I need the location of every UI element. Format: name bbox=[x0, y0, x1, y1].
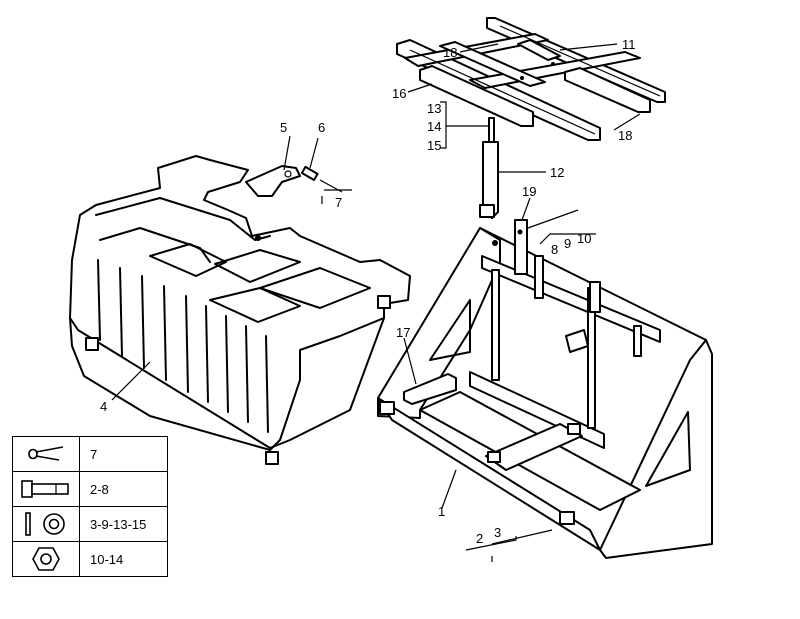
legend-row-washer: 3-9-13-15 bbox=[13, 507, 167, 542]
legend-refs: 7 bbox=[90, 446, 98, 462]
legend-refs: 2-8 bbox=[90, 481, 109, 497]
callout-6: 6 bbox=[318, 120, 325, 135]
cotter-pin-icon bbox=[13, 437, 80, 471]
callout-8: 8 bbox=[551, 242, 558, 257]
callout-5: 5 bbox=[280, 120, 287, 135]
legend-row-cotter-pin: 7 bbox=[13, 437, 167, 472]
callout-2: 2 bbox=[476, 531, 483, 546]
legend-row-nut: 10-14 bbox=[13, 542, 167, 576]
pin-part-6 bbox=[300, 165, 319, 181]
bracket-part-12 bbox=[479, 117, 499, 219]
callout-18-right: 18 bbox=[618, 128, 632, 143]
legend-row-bolt: 2-8 bbox=[13, 472, 167, 507]
callout-16: 16 bbox=[392, 86, 406, 101]
bolt-icon bbox=[13, 472, 80, 506]
block-part-17 bbox=[403, 373, 457, 405]
callout-14: 14 bbox=[427, 119, 441, 134]
callout-18-top: 18 bbox=[443, 45, 457, 60]
callout-19: 19 bbox=[522, 184, 536, 199]
legend-refs: 3-9-13-15 bbox=[90, 516, 147, 532]
top-frame bbox=[396, 17, 666, 141]
callout-11: 11 bbox=[622, 37, 636, 52]
callout-1: 1 bbox=[438, 504, 445, 519]
latch-part-5 bbox=[245, 165, 301, 197]
legend-refs: 10-14 bbox=[90, 551, 124, 567]
callout-4: 4 bbox=[100, 399, 107, 414]
leader-lines bbox=[111, 43, 641, 562]
callout-15: 15 bbox=[427, 138, 441, 153]
nut-icon bbox=[13, 542, 80, 576]
washer-icon bbox=[13, 507, 80, 541]
callout-3: 3 bbox=[494, 525, 501, 540]
guard-cover-part-4 bbox=[69, 155, 411, 465]
hardware-legend: 7 2-8 3-9-13-15 10-14 bbox=[12, 436, 168, 577]
callout-12: 12 bbox=[550, 165, 564, 180]
callout-10: 10 bbox=[577, 231, 591, 246]
callout-17: 17 bbox=[396, 325, 410, 340]
callout-9: 9 bbox=[564, 236, 571, 251]
carrier-frame-part-1 bbox=[377, 219, 713, 559]
callout-7-top: 7 bbox=[335, 195, 342, 210]
callout-13: 13 bbox=[427, 101, 441, 116]
